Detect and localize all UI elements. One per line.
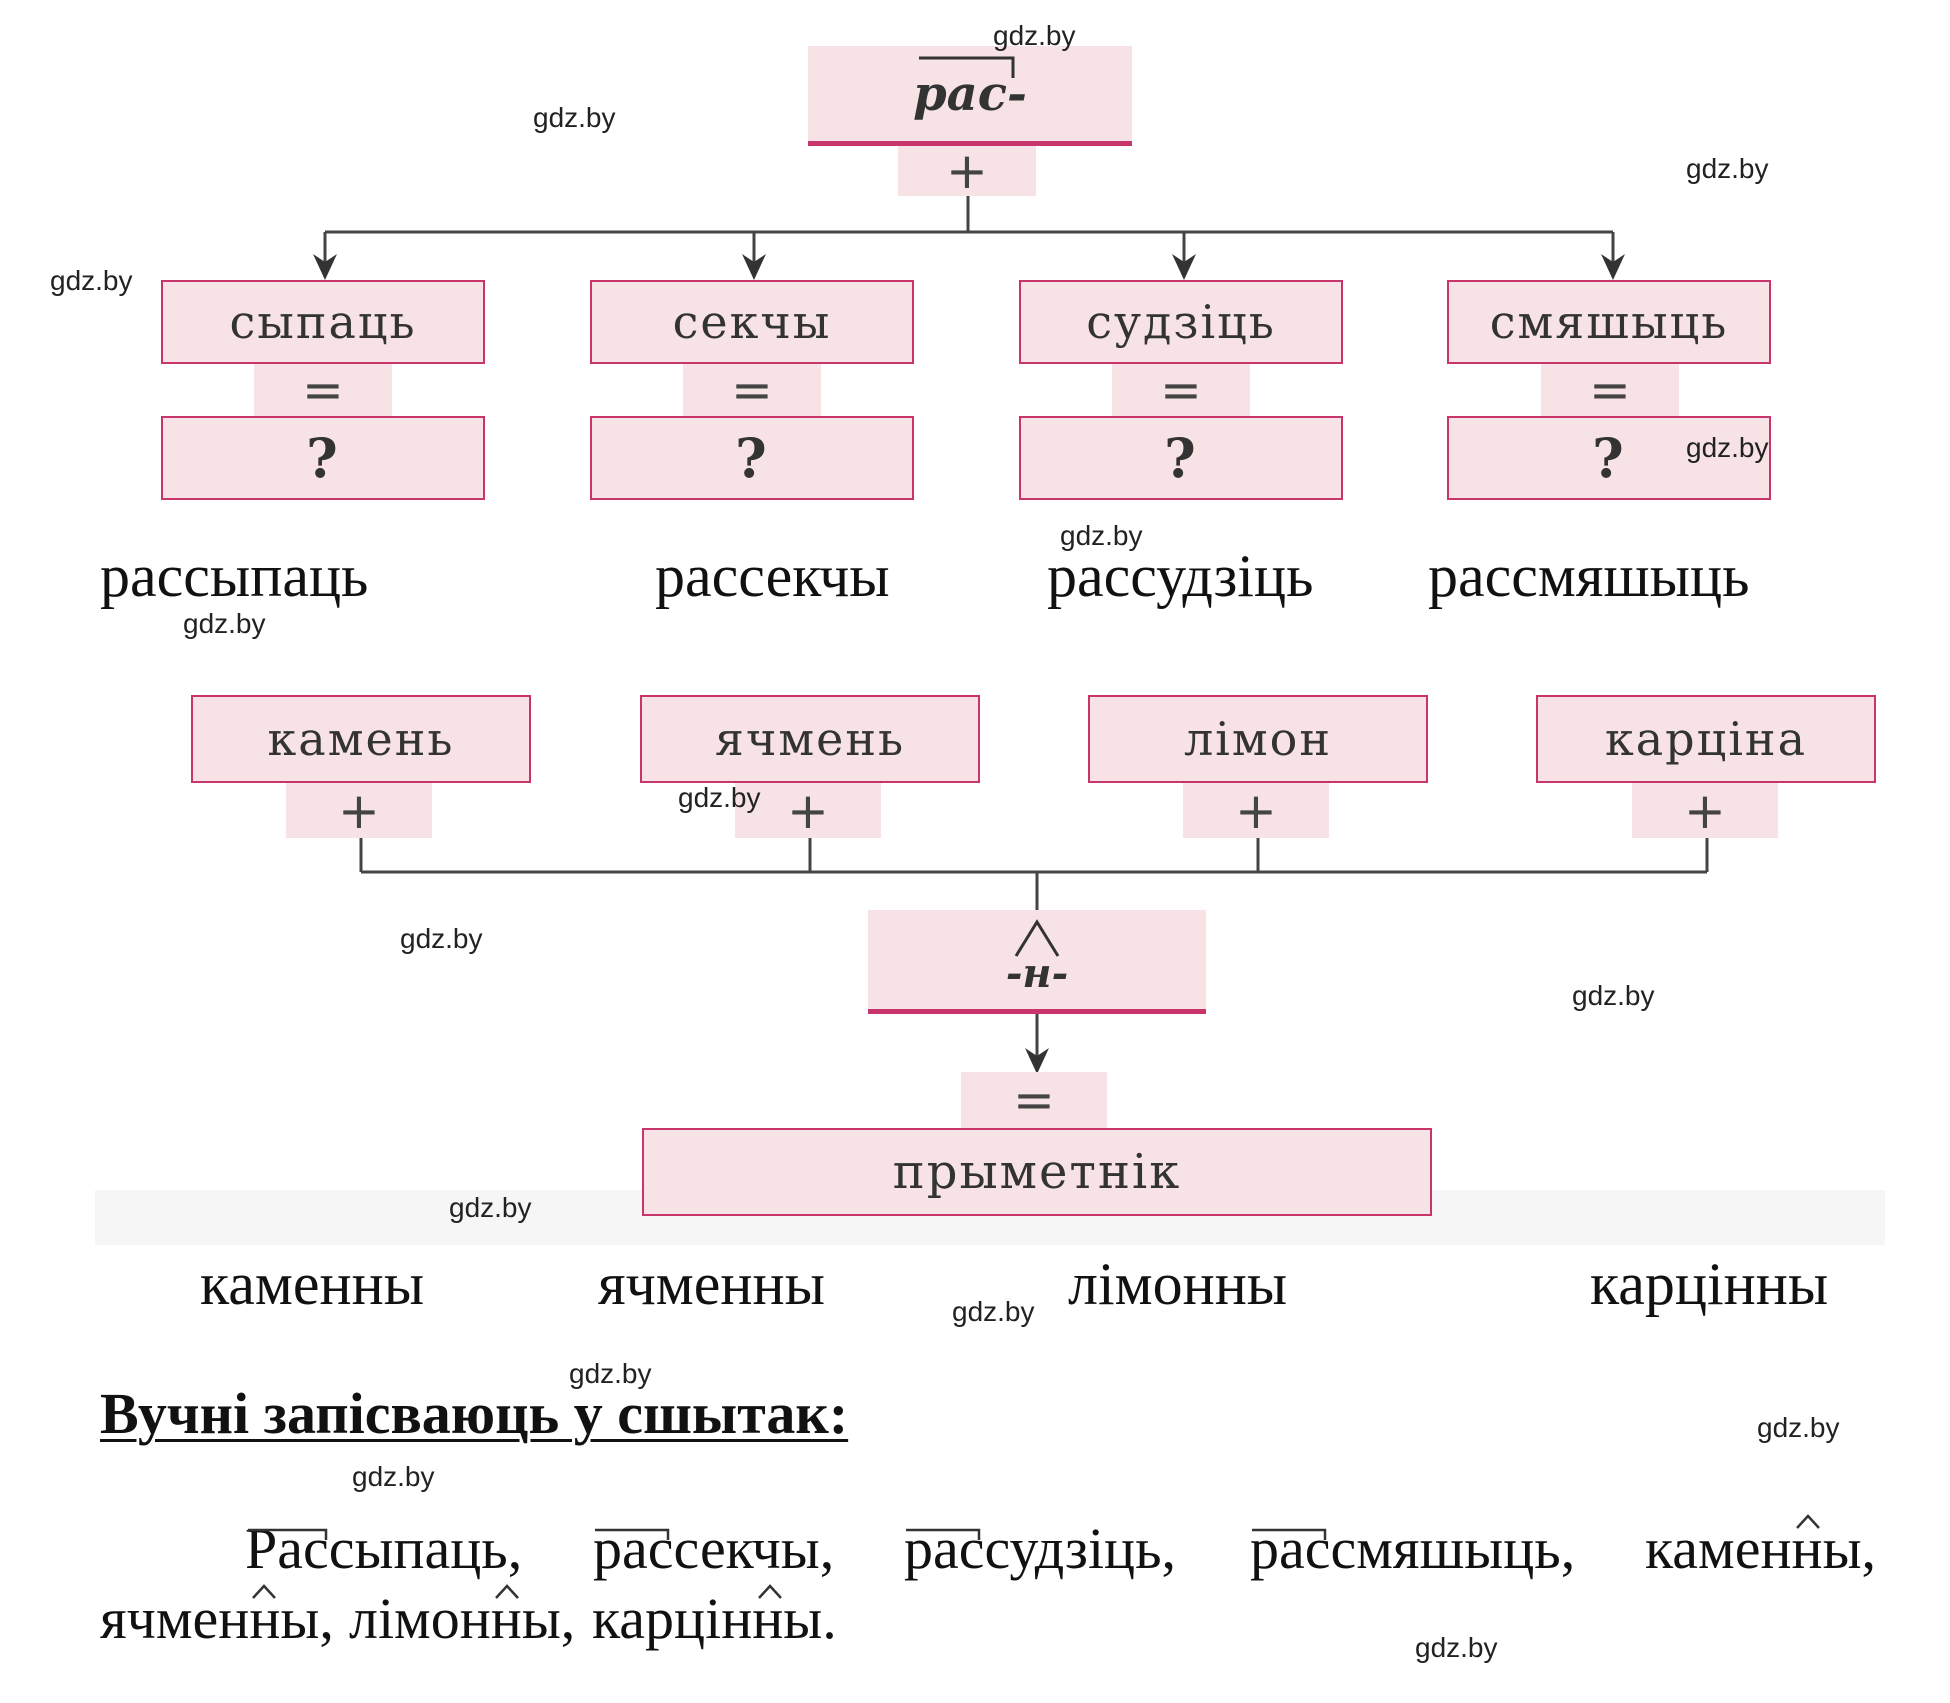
noun-box-1: камень [191,695,531,783]
question-box: ? [590,416,914,500]
equals-sign: = [1112,361,1250,419]
verb-box-4: смяшыць [1447,280,1771,364]
question-box: ? [1019,416,1343,500]
question-box: ? [1447,416,1771,500]
watermark: gdz.by [50,265,133,296]
notebook-word: Рассыпаць, [245,1516,523,1581]
notebook-heading: Вучні запісваюць у сшытак: [100,1381,849,1446]
plus-sign: + [1183,782,1329,840]
answer-prefixed-verb: рассудзіць [1047,543,1314,609]
notebook-word: рассудзіць, [904,1516,1177,1581]
watermark: gdz.by [400,923,483,954]
watermark: gdz.by [993,20,1076,51]
watermark: gdz.by [449,1192,532,1223]
notebook-word: лімонны, [349,1586,576,1651]
watermark: gdz.by [1686,432,1769,463]
answer-prefixed-verb: рассмяшыць [1428,543,1750,609]
noun-box-3: лімон [1088,695,1428,783]
verb-box-1: сыпаць [161,280,485,364]
verb-box-3: судзіць [1019,280,1343,364]
plus-sign: + [735,782,881,840]
notebook-word: каменны, [1645,1516,1877,1581]
noun-box-4: карціна [1536,695,1876,783]
answer-adjective: каменны [200,1251,425,1317]
prefix-mark-icon [919,56,1015,78]
watermark: gdz.by [952,1296,1035,1327]
equals-sign: = [254,361,392,419]
equals-sign: = [961,1071,1107,1129]
notebook-word: ячменны, [100,1586,334,1651]
noun-box-2: ячмень [640,695,980,783]
notebook-word: рассекчы, [593,1516,835,1581]
watermark: gdz.by [1060,520,1143,551]
plus-sign: + [286,782,432,840]
answer-prefixed-verb: рассекчы [655,543,890,609]
plus-sign: + [898,142,1036,200]
verb-box-2: секчы [590,280,914,364]
equals-sign: = [683,361,821,419]
suffix-box: -н- [868,910,1206,1014]
watermark: gdz.by [533,102,616,133]
suffix-label: -н- [1005,950,1069,997]
watermark: gdz.by [352,1461,435,1492]
question-box: ? [161,416,485,500]
answer-prefixed-verb: рассыпаць [100,543,369,609]
answer-adjective: лімонны [1068,1251,1288,1317]
notebook-word: рассмяшыць, [1250,1516,1576,1581]
prefix-label: рас- [913,65,1027,122]
watermark: gdz.by [1757,1412,1840,1443]
notebook-line-2: ячменны, лімонны, карцінны. [0,1585,1950,1655]
answer-adjective: карцінны [1590,1251,1829,1317]
watermark: gdz.by [1686,153,1769,184]
watermark: gdz.by [678,782,761,813]
notebook-word: карцінны. [592,1586,837,1651]
watermark: gdz.by [1415,1632,1498,1663]
result-box: прыметнік [642,1128,1432,1216]
watermark: gdz.by [1572,980,1655,1011]
watermark: gdz.by [569,1358,652,1389]
plus-sign: + [1632,782,1778,840]
equals-sign: = [1541,361,1679,419]
watermark: gdz.by [183,608,266,639]
suffix-mark-icon [1014,919,1060,957]
prefix-box: рас- [808,46,1132,146]
notebook-line-1: Рассыпаць, рассекчы, рассудзіць, рассмяш… [0,1515,1950,1585]
answer-adjective: ячменны [598,1251,825,1317]
